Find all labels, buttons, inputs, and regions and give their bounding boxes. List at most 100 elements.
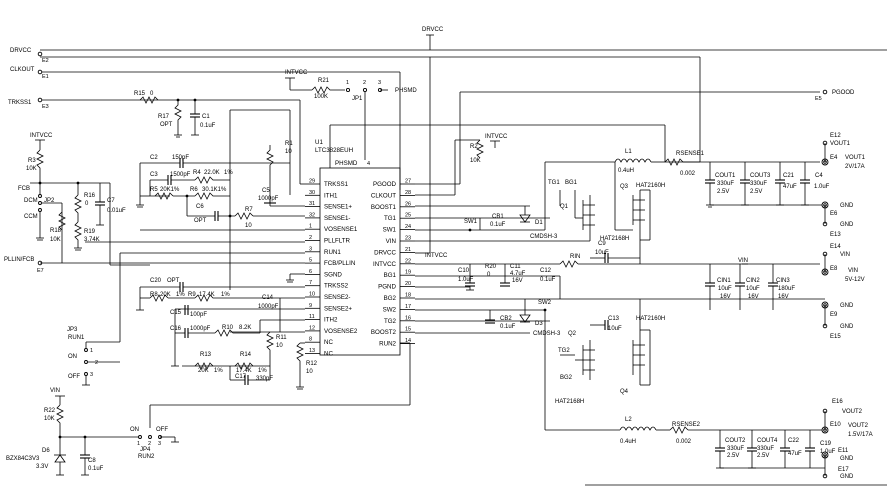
rsense2-ref: RSENSE2	[672, 422, 701, 428]
c13-value: 10uF	[608, 326, 622, 332]
r22-value: 10K	[44, 416, 55, 422]
ic-left-pin-num: 3	[309, 246, 312, 252]
boost-circuit-1: SW1 CB1 0.1uF D1 CMDSH-3	[464, 206, 558, 240]
ic-left-pin-num: 11	[309, 314, 315, 320]
r5-ref: R5	[150, 187, 158, 193]
r4-tol: 1%	[224, 170, 233, 176]
c16-ref: C16	[170, 326, 182, 332]
tg2-label: TG2	[558, 348, 570, 354]
cin3-voltage: 16V	[778, 294, 789, 300]
terminal-e3	[37, 97, 43, 103]
ic-right-pin-num: 26	[405, 201, 411, 207]
jp1-ref: JP1	[352, 96, 363, 102]
ic-left-pin-num: 12	[309, 325, 315, 331]
c15-ref: C15	[170, 310, 182, 316]
ic-top-pin: 4	[367, 161, 370, 167]
label-e13: E13	[830, 232, 841, 238]
d6-value: BZX84C3V3	[6, 456, 40, 462]
ic-left-pin-name: VOSENSE1	[324, 226, 358, 233]
cout4-ref: COUT4	[757, 438, 778, 444]
c7-value: 0.01uF	[107, 208, 126, 214]
c21-ref: C21	[783, 173, 795, 179]
ic-right-wiring	[415, 57, 590, 334]
jp4-off: OFF	[156, 427, 168, 433]
c20-ref: C20	[150, 278, 162, 284]
r7-value: 10	[245, 223, 252, 229]
c10-ref: C10	[458, 268, 470, 274]
sgnd-symbol	[286, 274, 294, 283]
c9-ref: C9	[598, 241, 606, 247]
ic-right-pin-num: 17	[405, 304, 411, 310]
r14-ref: R14	[240, 352, 252, 358]
r3-value: 10K	[26, 166, 37, 172]
d1-ref: D1	[535, 220, 543, 226]
r1-ref: R1	[285, 141, 293, 147]
ic-left-pin-num: 29	[309, 179, 315, 185]
r13-ref: R13	[200, 352, 212, 358]
r14-value: 17.4K	[236, 368, 252, 374]
r17-value: OPT	[160, 122, 173, 128]
l1-value: 0.4uH	[618, 168, 634, 174]
c13-ref: C13	[608, 316, 620, 322]
q2-value: HAT2168H	[555, 399, 584, 405]
r21-value: 100K	[314, 94, 328, 100]
r14-tol: 1%	[258, 368, 267, 374]
label-e15: E15	[830, 334, 841, 340]
ic-right-pin-num: 22	[405, 258, 411, 264]
ic-right-pin-num: 18	[405, 293, 411, 299]
c12-ref: C12	[540, 268, 552, 274]
r10-ref: R10	[222, 325, 234, 331]
bg1-label: BG1	[565, 180, 578, 186]
vout1-a: VOUT1	[830, 141, 851, 147]
label-e5: E5	[815, 96, 822, 102]
net-clkout: CLKOUT	[10, 67, 35, 73]
svg-text:2: 2	[363, 80, 366, 86]
r19-ref: R19	[84, 229, 96, 235]
cb1-ref: CB1	[492, 214, 504, 220]
output-terminals-2: E16 VOUT2 E10 VOUT2 1.5V/17A E11 GND GND…	[821, 399, 873, 480]
fcb-section: INTVCC R3 10K FCB DCM CCM JP2 R18 10K R1…	[4, 133, 150, 274]
c15-value: 100pF	[190, 312, 207, 318]
resistor-r2: INTVCC R2 10K	[470, 134, 508, 164]
net-pllinfcb: PLLIN/FCB	[4, 257, 34, 263]
net-drvcc: DRVCC	[10, 48, 32, 54]
cb2-value: 0.1uF	[500, 324, 516, 330]
ic-left-pin-name: TRKSS1	[324, 181, 349, 188]
ic-right-pin-num: 27	[405, 179, 411, 185]
c14-ref: C14	[262, 295, 274, 301]
cout1-ref: COUT1	[715, 173, 736, 179]
ic-left-pin-num: 9	[309, 303, 312, 309]
c4-value: 1.0uF	[814, 184, 830, 190]
ic-left-pin-name: VOSENSE2	[324, 328, 358, 335]
c16-value: 1000pF	[190, 326, 211, 332]
cin2-value: 10uF	[746, 286, 760, 292]
jp3-off: OFF	[68, 374, 80, 380]
c11-voltage: 16V	[512, 278, 523, 284]
net-intvcc-a: INTVCC	[285, 70, 308, 76]
ic-right-pins: 27PGOOD28CLKOUT26BOOST125TG124SW123VIN21…	[371, 179, 415, 348]
label-e8: E8	[830, 266, 838, 272]
cout2-value: 330uF	[727, 446, 744, 452]
svg-text:2: 2	[95, 360, 98, 366]
q4-value: HAT2160H	[636, 316, 665, 322]
r22-ref: R22	[44, 408, 56, 414]
rsense2-value: 0.002	[676, 439, 692, 445]
c11-value: 4.7uF	[510, 271, 526, 277]
cin1-value: 10uF	[718, 286, 732, 292]
power-path-1: L1 0.4uH RSENSE1 0.002	[329, 57, 820, 230]
label-e9: E9	[830, 312, 838, 318]
cin2-ref: CIN2	[746, 278, 760, 284]
cout3-value: 330uF	[750, 181, 767, 187]
net-phsmd: PHSMD	[395, 88, 417, 94]
net-intvcc-c: INTVCC	[485, 134, 508, 140]
ic-left-pin-num: 5	[309, 258, 312, 264]
r8-value: 20K	[160, 292, 171, 298]
ic-left-pin-name: ITH2	[324, 317, 338, 324]
cout3-voltage: 2.5V	[750, 189, 762, 195]
l2-ref: L2	[625, 417, 632, 423]
r2-value: 10K	[470, 158, 481, 164]
mosfet-q3-q1: TG1 BG1 Q3 HAT2160H Q1 HAT2168H	[548, 162, 665, 242]
net-intvcc-b: INTVCC	[30, 133, 53, 139]
rail-drvcc: DRVCC DRVCC E2	[10, 27, 887, 64]
